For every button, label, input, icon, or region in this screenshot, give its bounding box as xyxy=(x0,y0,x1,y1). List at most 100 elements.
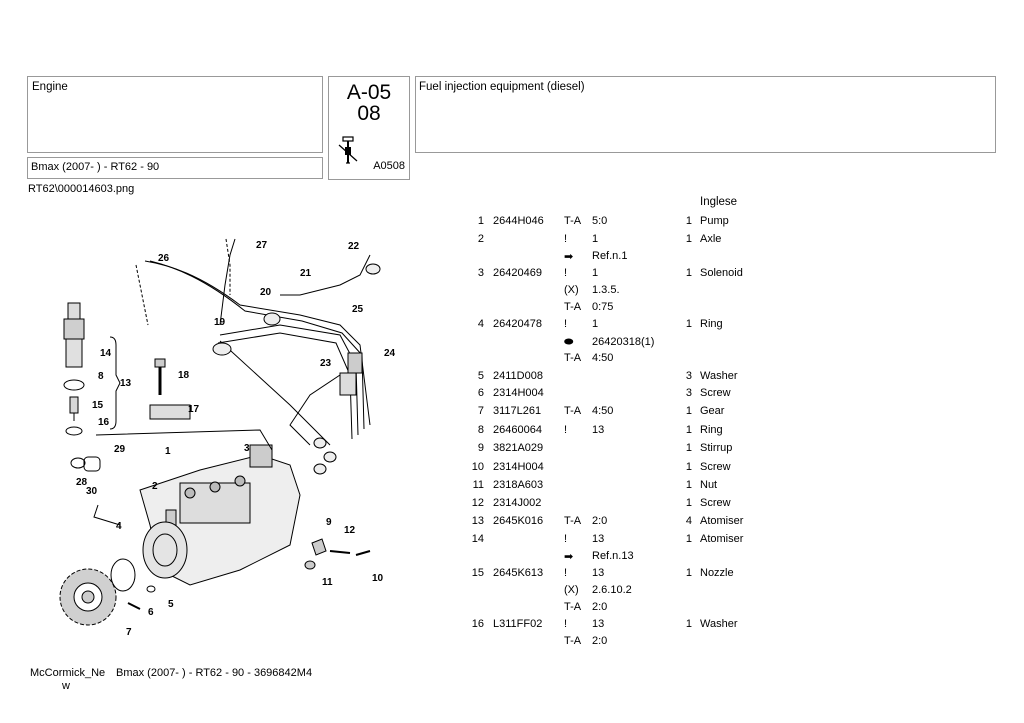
callout-30: 30 xyxy=(86,486,98,497)
cell-num: 10 xyxy=(471,461,484,473)
callout-8: 8 xyxy=(98,371,104,382)
cell-val: 0:75 xyxy=(592,301,614,313)
cell-desc: Screw xyxy=(700,387,731,399)
cell-part: 2314H004 xyxy=(493,387,544,399)
cell-part: L311FF02 xyxy=(493,618,543,630)
callout-15: 15 xyxy=(92,400,104,411)
cell-qty: 3 xyxy=(685,370,692,382)
footer-brand-line1: McCormick_Ne xyxy=(30,667,106,679)
cell-code: ⬬ xyxy=(564,336,574,348)
cell-val: 1.3.5. xyxy=(592,284,620,296)
injector-icon xyxy=(338,136,358,164)
model-box: Bmax (2007- ) - RT62 - 90 xyxy=(27,157,323,179)
cell-code: T-A xyxy=(564,405,582,417)
callout-28: 28 xyxy=(76,477,88,488)
title-box: Fuel injection equipment (diesel) xyxy=(415,76,996,153)
cell-val: 13 xyxy=(592,533,605,545)
cell-qty: 1 xyxy=(685,497,692,509)
cell-part: 2314J002 xyxy=(493,497,542,509)
cell-desc: Washer xyxy=(700,618,738,630)
cell-code: ! xyxy=(564,424,568,436)
cell-val: 1 xyxy=(592,233,599,245)
cell-part: 26460064 xyxy=(493,424,542,436)
callout-2: 2 xyxy=(152,481,158,492)
callout-29: 29 xyxy=(114,444,126,455)
cell-qty: 1 xyxy=(685,233,692,245)
cell-code: ! xyxy=(564,533,568,545)
model-label: Bmax (2007- ) - RT62 - 90 xyxy=(31,161,160,173)
cell-val: 4:50 xyxy=(592,405,614,417)
callout-26: 26 xyxy=(158,253,170,264)
table-row: ⬬ 26420318(1) xyxy=(0,336,1024,352)
callout-6: 6 xyxy=(148,607,154,618)
section-box: Engine xyxy=(27,76,323,153)
cell-val: 26420318(1) xyxy=(592,336,655,348)
language-label: Inglese xyxy=(700,196,738,208)
image-filename: RT62\000014603.png xyxy=(28,183,135,195)
cell-code: ➡ xyxy=(564,551,574,563)
cell-qty: 1 xyxy=(685,318,692,330)
cell-desc: Screw xyxy=(700,461,731,473)
cell-desc: Screw xyxy=(700,497,731,509)
callout-10: 10 xyxy=(372,573,384,584)
callout-7: 7 xyxy=(126,627,132,638)
footer-brand: McCormick_Ne w xyxy=(30,667,105,693)
cell-num: 5 xyxy=(477,370,484,382)
cell-qty: 1 xyxy=(685,267,692,279)
cell-val: Ref.n.13 xyxy=(592,550,634,562)
exploded-diagram: 1 2 3 4 5 6 7 8 9 10 11 12 13 14 15 16 1… xyxy=(59,238,396,638)
cell-val: 13 xyxy=(592,618,605,630)
callout-11: 11 xyxy=(322,577,333,588)
table-row: T-A 4:50 xyxy=(0,352,1024,368)
cell-num: 13 xyxy=(471,515,484,527)
cell-part: 2411D008 xyxy=(493,370,543,382)
cell-val: 13 xyxy=(592,424,605,436)
cell-part: 26420469 xyxy=(493,267,542,279)
cell-qty: 1 xyxy=(685,461,692,473)
cell-num: 4 xyxy=(477,318,484,330)
callout-22: 22 xyxy=(348,241,360,252)
callout-14: 14 xyxy=(100,348,112,359)
cell-code: (X) xyxy=(564,584,579,596)
cell-desc: Pump xyxy=(700,215,729,227)
cell-num: 3 xyxy=(477,267,484,279)
cell-desc: Ring xyxy=(700,318,723,330)
callout-27: 27 xyxy=(256,240,268,251)
cell-num: 16 xyxy=(471,618,484,630)
cell-val: 13 xyxy=(592,567,605,579)
cell-qty: 1 xyxy=(685,533,692,545)
cell-desc: Stirrup xyxy=(700,442,733,454)
group-ref: A0508 xyxy=(373,160,405,172)
callout-12: 12 xyxy=(344,525,356,536)
cell-part: 3821A029 xyxy=(493,442,544,454)
cell-code: (X) xyxy=(564,284,579,296)
cell-qty: 3 xyxy=(685,387,692,399)
cell-num: 7 xyxy=(477,405,484,417)
cell-code: T-A xyxy=(564,515,582,527)
cell-part: 3117L261 xyxy=(493,405,542,417)
cell-num: 9 xyxy=(477,442,484,454)
cell-desc: Solenoid xyxy=(700,267,743,279)
cell-num: 1 xyxy=(477,215,484,227)
cell-code: ! xyxy=(564,318,568,330)
cell-qty: 1 xyxy=(685,567,692,579)
group-code: A-05 xyxy=(346,81,392,104)
cell-code: T-A xyxy=(564,601,582,613)
cell-code: ! xyxy=(564,618,568,630)
cell-code: T-A xyxy=(564,352,582,364)
cell-val: 4:50 xyxy=(592,352,614,364)
cell-qty: 1 xyxy=(685,424,692,436)
cell-val: 2:0 xyxy=(592,601,608,613)
callout-16: 16 xyxy=(98,417,110,428)
cell-part: 2318A603 xyxy=(493,479,544,491)
